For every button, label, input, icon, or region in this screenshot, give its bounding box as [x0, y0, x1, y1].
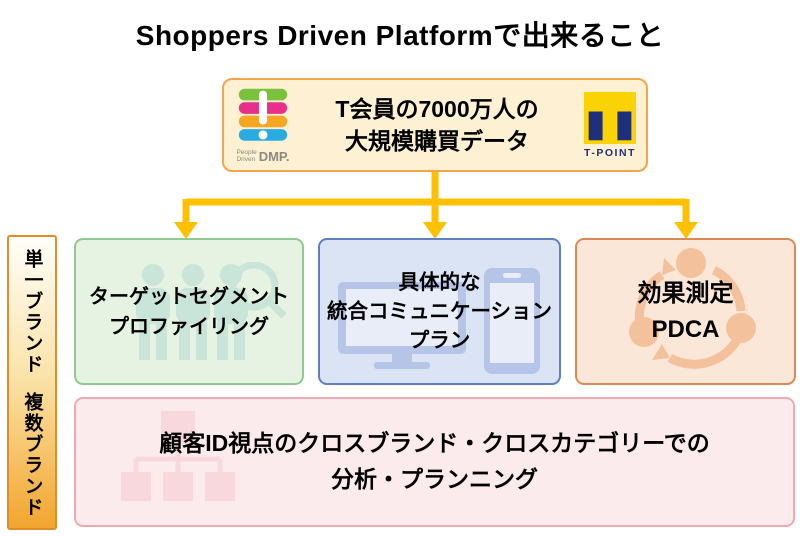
page-title: Shoppers Driven Platformで出来ること	[135, 20, 665, 51]
ribbon-label-single-brand: 単一ブランド	[21, 249, 43, 375]
cross-analysis-card: 顧客ID視点のクロスブランド・クロスカテゴリーでの 分析・プランニング	[74, 397, 795, 527]
org-chart-icon	[121, 411, 235, 501]
tpoint-logo: T-POINT	[584, 91, 636, 159]
dmp-caption-driven: Driven	[236, 156, 256, 163]
cross-analysis-label: 顧客ID視点のクロスブランド・クロスカテゴリーでの 分析・プランニング	[159, 426, 710, 497]
communication-line1: 具体的な	[398, 270, 481, 294]
dmp-caption-people: People	[236, 148, 257, 156]
outcome-card-label: 具体的な 統合コミュニケーション プラン	[327, 268, 552, 355]
arrowhead-middle	[423, 222, 447, 239]
cross-analysis-line1: 顧客ID視点のクロスブランド・クロスカテゴリーでの	[159, 430, 710, 457]
outcome-card-pdca: 効果測定 PDCA	[575, 238, 796, 385]
outcome-card-communication-plan: 具体的な 統合コミュニケーション プラン	[318, 238, 561, 385]
outcome-card-target-segment: ターゲットセグメント プロファイリング	[74, 238, 304, 385]
devices-icon	[338, 268, 540, 374]
people-search-icon	[136, 262, 287, 360]
source-card-line2: 大規模購買データ	[345, 128, 529, 154]
source-card-line1: T会員の7000万人の	[335, 95, 539, 122]
communication-line2: 統合コミュニケーション	[326, 299, 553, 323]
cross-analysis-line2: 分析・プランニング	[331, 466, 538, 492]
ribbon-label-multi-brand: 複数ブランド	[21, 392, 43, 518]
brand-scope-ribbon: 単一ブランド 複数ブランド	[7, 235, 57, 530]
segment-line1: ターゲットセグメント	[89, 285, 289, 308]
pdca-line2: PDCA	[651, 315, 720, 343]
outcome-card-label: 効果測定 PDCA	[638, 276, 734, 348]
tpoint-t-icon	[584, 91, 636, 144]
arrowhead-left	[174, 222, 198, 239]
outcome-card-label: ターゲットセグメント プロファイリング	[89, 282, 289, 342]
pdca-cycle-icon	[629, 248, 756, 369]
dmp-database-icon	[238, 88, 288, 141]
source-card-text: T会員の7000万人の 大規模購買データ	[290, 93, 584, 157]
arrowhead-right	[674, 222, 698, 239]
dmp-caption-main: DMP.	[258, 149, 290, 165]
tpoint-logo-caption: T-POINT	[584, 146, 636, 159]
segment-line2: プロファイリング	[109, 315, 269, 338]
pdca-line1: 効果測定	[637, 279, 734, 307]
communication-line3: プラン	[408, 329, 471, 353]
